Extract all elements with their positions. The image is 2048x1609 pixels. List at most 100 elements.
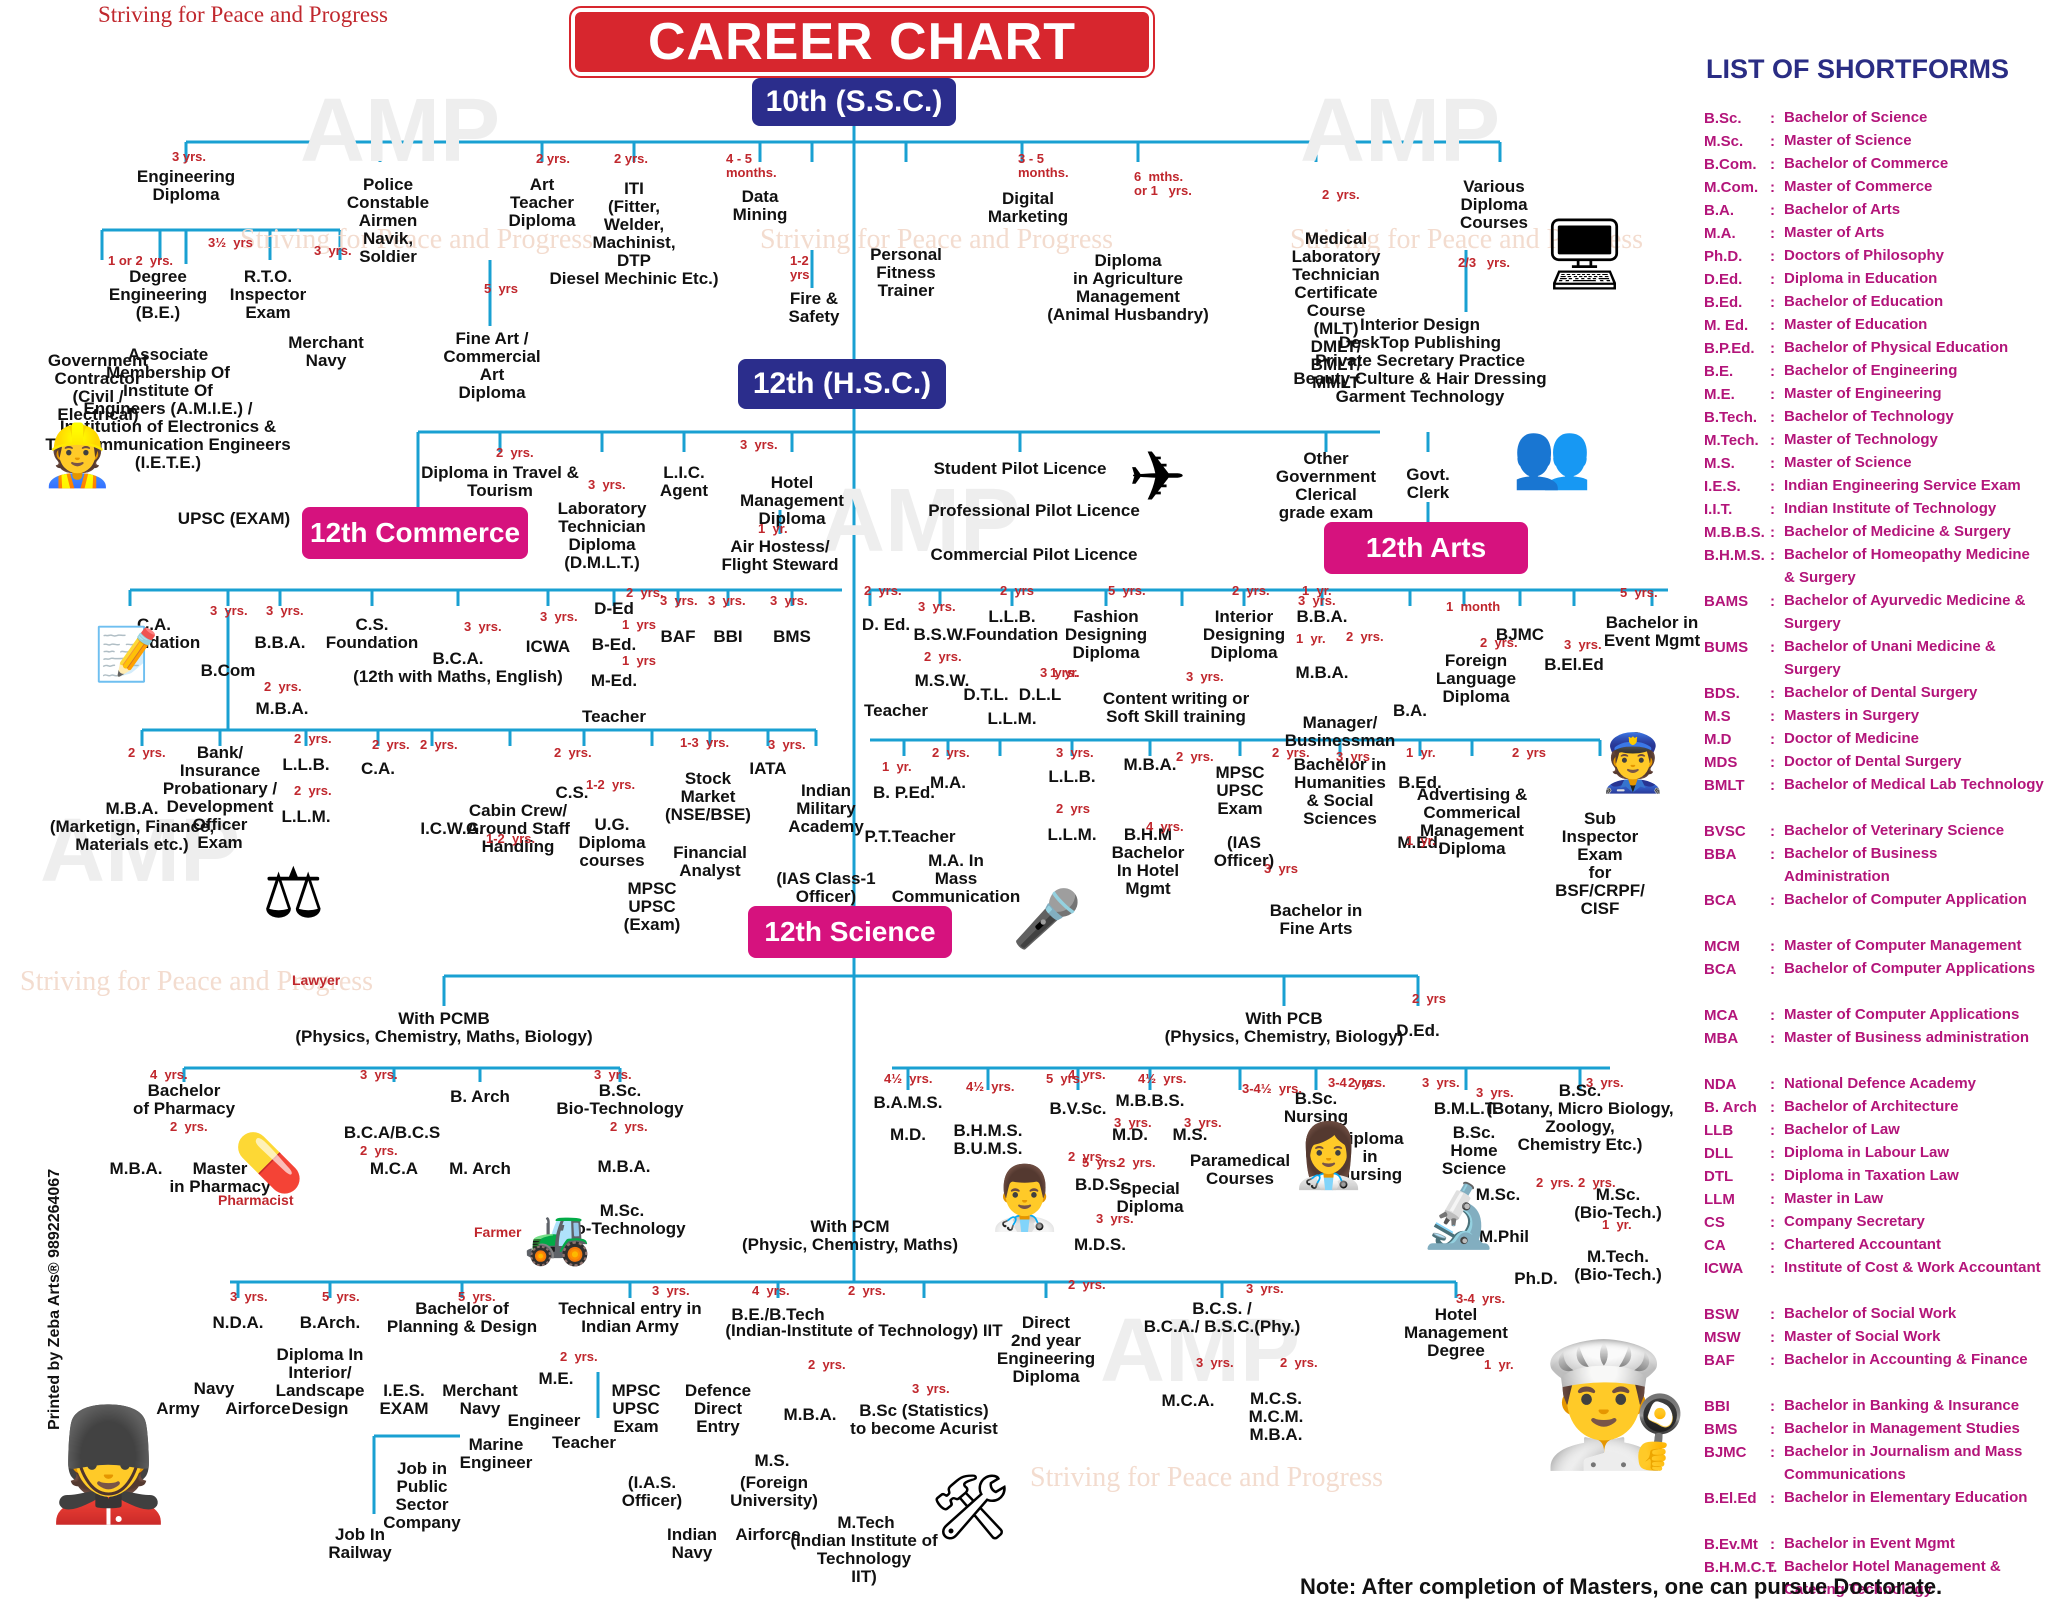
legend-separator: : — [1770, 1536, 1775, 1553]
course-node: L.L.M. — [281, 807, 331, 826]
chef-icon: 👨‍🍳 — [1540, 1338, 1690, 1472]
legend-full-form: Master of Commerce — [1784, 178, 1933, 195]
tagline-watermark: Striving for Peace and Progress — [20, 966, 374, 997]
course-node: B-Ed. — [591, 635, 637, 654]
course-node: Diploma in Travel & Tourism — [421, 463, 579, 500]
course-node: M.Tech — [837, 1513, 895, 1532]
legend-full-form: Chartered Accountant — [1784, 1236, 1941, 1253]
legend-separator: : — [1770, 823, 1775, 840]
duration-label: 2 yrs. — [610, 1119, 648, 1134]
legend-separator: : — [1770, 1421, 1775, 1438]
legend-separator: : — [1770, 754, 1775, 771]
duration-label: 2 yrs. — [372, 737, 410, 752]
duration-label: 2 yrs. — [924, 649, 962, 664]
course-node: Job In Railway — [328, 1525, 392, 1562]
legend-abbr: B.Ev.Mt — [1704, 1536, 1758, 1553]
legend-separator: : — [1770, 317, 1775, 334]
duration-label: 3 yrs. — [594, 1067, 632, 1082]
course-node: M.D. — [890, 1125, 926, 1144]
legend-separator: : — [1770, 1306, 1775, 1323]
duration-label: 2 yrs. — [1536, 1175, 1574, 1190]
duration-label: 3 yrs. — [1476, 1085, 1514, 1100]
duration-label: 2 yrs. — [1348, 1075, 1386, 1090]
legend-separator: : — [1770, 1444, 1775, 1461]
legend-separator: : — [1770, 1191, 1775, 1208]
course-node: (Indian-Institute of Technology) IIT — [725, 1321, 1003, 1340]
course-node: MPSC UPSC Exam — [1215, 763, 1265, 818]
course-node: Content writing or Soft Skill training — [1102, 689, 1250, 726]
duration-label: 3-4½ yrs. — [1242, 1081, 1302, 1096]
course-node: Technical entry in Indian Army — [558, 1299, 702, 1336]
legend-full-form: Bachelor of Computer Application — [1784, 891, 2027, 908]
duration-label: 3 yrs. — [1196, 1355, 1234, 1370]
duration-label: 2 yrs. — [1322, 187, 1360, 202]
duration-label: 1 yr. — [1406, 745, 1436, 760]
legend-separator: : — [1770, 501, 1775, 518]
legend-separator: : — [1770, 1352, 1775, 1369]
course-node: Indian Navy — [666, 1525, 718, 1562]
duration-label: 3 yrs. — [912, 1381, 950, 1396]
doctorate-note: Note: After completion of Masters, one c… — [1300, 1574, 1943, 1599]
legend-abbr: MSW — [1704, 1329, 1741, 1346]
course-node: P.T.Teacher — [864, 827, 956, 846]
course-node: Art Teacher Diploma — [508, 175, 576, 230]
legend-separator: : — [1770, 593, 1775, 610]
legend-abbr: Ph.D. — [1704, 248, 1743, 265]
duration-label: 2 yrs — [1000, 583, 1034, 598]
course-node: Fashion Designing Diploma — [1064, 607, 1148, 662]
legend-full-form: Master of Computer Management — [1784, 937, 2022, 954]
legend-full-form: Bachelor in Banking & Insurance — [1784, 1397, 2020, 1414]
legend-abbr: B. Arch — [1704, 1099, 1757, 1116]
duration-label: 2 yrs. — [848, 1283, 886, 1298]
legend-full-form: Bachelor of Dental Surgery — [1784, 684, 1978, 701]
course-node: B.H.M.S. B.U.M.S. — [953, 1121, 1023, 1158]
course-node: M.C.A — [369, 1159, 419, 1178]
course-node: IATA — [749, 759, 787, 778]
legend-abbr: BAF — [1704, 1352, 1735, 1369]
duration-label: 5 yrs. — [1620, 585, 1658, 600]
soldier-icon: 💂 — [40, 1403, 177, 1526]
duration-label: 2 yrs. — [264, 679, 302, 694]
legend-full-form: Bachelor of Unani Medicine & Surgery — [1784, 638, 1996, 678]
legend-full-form: Bachelor of Physical Education — [1784, 339, 2009, 356]
course-node: L.I.C. Agent — [659, 463, 709, 500]
legend-separator: : — [1770, 846, 1775, 863]
duration-label: 3 yrs. — [1040, 665, 1078, 680]
course-node: Defence Direct Entry — [684, 1381, 752, 1436]
printed-by: Printed by Zeba Arts® 9892264067 — [46, 1168, 63, 1430]
tagline-watermark: Striving for Peace and Progress — [1290, 224, 1644, 255]
duration-label: 5 yrs. — [1108, 583, 1146, 598]
legend-abbr: B.H.M.S. — [1704, 547, 1765, 564]
tagline-watermark: Striving for Peace and Progress — [240, 224, 594, 255]
course-node: UPSC (EXAM) — [177, 509, 291, 528]
course-node: B.C.A. (12th with Maths, English) — [353, 649, 563, 686]
course-node: Medical Laboratory Technician Certificat… — [1291, 229, 1381, 392]
duration-label: 3 yrs. — [918, 599, 956, 614]
course-node: (Foreign University) — [730, 1473, 818, 1510]
duration-label: 3 yrs. — [1586, 1075, 1624, 1090]
duration-label: 1 yr. — [1302, 583, 1332, 598]
duration-label: 1 month — [1446, 599, 1501, 614]
course-node: M.D.S. — [1074, 1235, 1126, 1254]
course-node: B.Com — [200, 661, 256, 680]
course-node: Cabin Crew/ Ground Staff Handling — [466, 801, 570, 856]
course-node: B.A.M.S. — [873, 1093, 943, 1112]
course-node: Government Contractor (Civil / Electrica… — [47, 351, 149, 424]
course-node: M-Ed. — [590, 671, 638, 690]
duration-label: 2 yrs. — [1232, 583, 1270, 598]
tagline-watermark: Striving for Peace and Progress — [760, 224, 1114, 255]
duration-label: 2 yrs. — [1068, 1277, 1106, 1292]
course-node: B.C.S. / B.C.A./ B.S.C.(Phy.) — [1143, 1299, 1301, 1336]
stream-science: 12th Science — [748, 906, 952, 958]
course-node: M.A. — [930, 773, 966, 792]
legend-separator: : — [1770, 478, 1775, 495]
duration-label: 3 yrs. — [588, 477, 626, 492]
legend-separator: : — [1770, 1329, 1775, 1346]
legend-separator: : — [1770, 685, 1775, 702]
course-node: Engineering Diploma — [136, 167, 236, 204]
tagline: Striving for Peace and Progress — [98, 2, 388, 27]
pharmacist-caption: Pharmacist — [218, 1192, 294, 1208]
course-node: Bank/ Insurance Probationary / Developme… — [162, 743, 278, 852]
legend-abbr: B.A. — [1704, 202, 1734, 219]
duration-label: 2 yrs — [1512, 745, 1546, 760]
